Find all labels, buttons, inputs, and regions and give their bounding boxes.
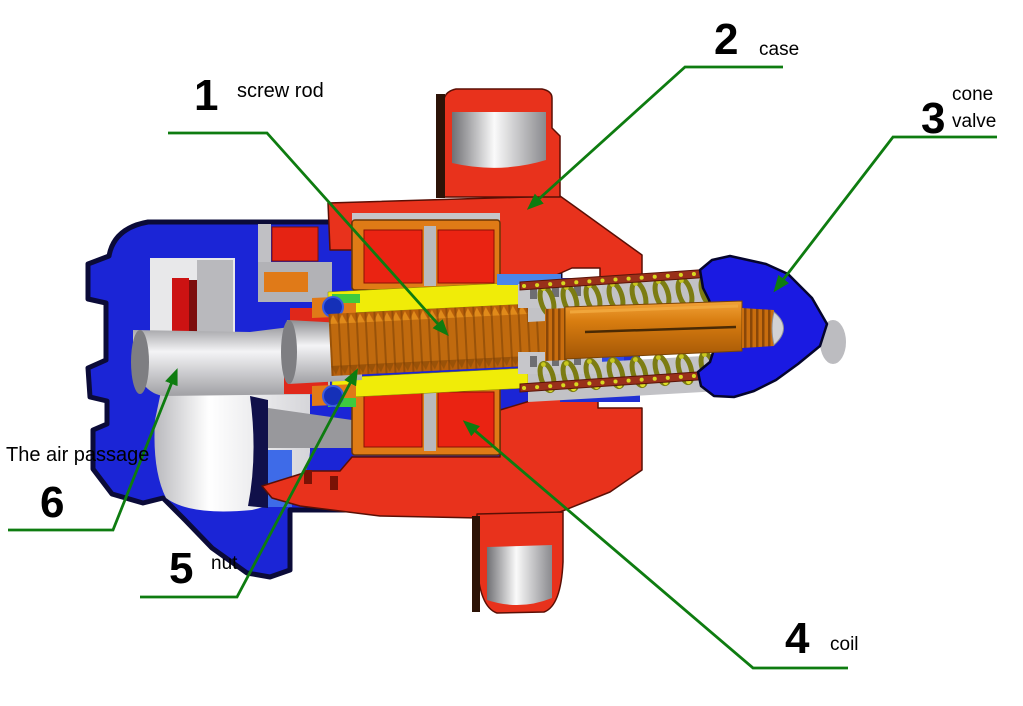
top-mounting-boss [452,112,546,168]
label-6-number: 6 [40,478,65,527]
label-3-number: 3 [921,94,946,143]
leader-line-3 [773,135,997,293]
leader-line-6 [8,368,178,532]
housing-shadow-wedge [248,396,268,508]
label-4-number: 4 [785,614,810,663]
nut-shape [327,281,529,399]
label-5-text: nut [211,553,238,574]
case-notch [330,476,338,490]
label-1-number: 1 [194,71,219,120]
valve-shadow [820,320,846,364]
bottom-mounting-boss [487,545,552,606]
label-4-text: coil [830,634,859,655]
label-6-text: The air passage [6,444,150,466]
flange-dark-edge [436,94,445,198]
label-2-text: case [759,39,800,60]
air-passage-tube [131,322,330,396]
leader-line-1 [168,131,449,337]
coil-top [351,213,501,291]
leader-line-4 [462,420,848,670]
bottom-flange-dark-edge [472,516,480,612]
screw-rod-threads [328,302,568,376]
label-3-text-line2: valve [952,111,997,132]
sleeve-highlight [497,274,561,285]
label-2-number: 2 [714,15,739,64]
label-5-number: 5 [169,544,194,593]
coil-bottom [351,384,501,456]
leader-line-5 [140,368,358,599]
case-notch [304,470,312,484]
leader-line-2 [526,65,783,210]
label-3-text-line1: cone [952,84,994,105]
label-1-text: screw rod [237,80,324,102]
shaft [545,300,784,361]
